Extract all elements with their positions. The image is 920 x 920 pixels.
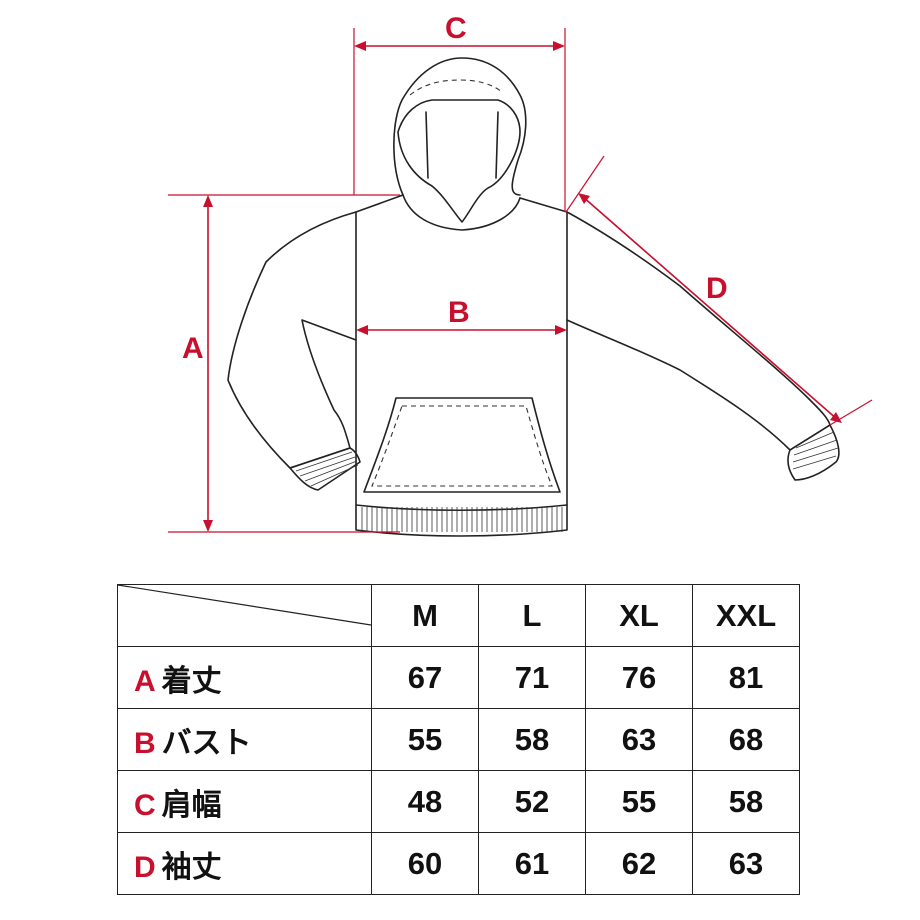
- row-letter: D: [134, 850, 156, 884]
- hood-inner: [397, 99, 521, 223]
- dimension-b: B: [356, 296, 567, 335]
- row-letter: B: [134, 726, 156, 760]
- table-cell: 55: [585, 770, 693, 833]
- table-cell: 48: [371, 770, 479, 833]
- right-cuff-ribs: [792, 431, 839, 470]
- table-cell: 76: [585, 646, 693, 709]
- kangaroo-pocket: [363, 397, 561, 493]
- table-cell: 71: [478, 646, 586, 709]
- table-cell: 52: [478, 770, 586, 833]
- dimension-c: C: [353, 12, 566, 212]
- table-cell: 68: [692, 708, 800, 771]
- size-header-xxl: XXL: [692, 584, 800, 647]
- table-cell: 67: [371, 646, 479, 709]
- hood-rim: [402, 194, 521, 231]
- row-name: 着丈: [161, 663, 222, 699]
- hoodie-outline: [227, 57, 840, 537]
- table-cell: 63: [585, 708, 693, 771]
- table-cell: 61: [478, 832, 586, 895]
- table-cell: 81: [692, 646, 800, 709]
- dimension-letter-b: B: [448, 296, 470, 329]
- table-cell: 58: [692, 770, 800, 833]
- table-cell: 60: [371, 832, 479, 895]
- table-cell: 55: [371, 708, 479, 771]
- dimension-d: D: [565, 155, 873, 426]
- corner-diagonal: [118, 585, 371, 626]
- hoodie-diagram: C A B D: [168, 12, 873, 537]
- size-header-l: L: [478, 584, 586, 647]
- hood-fold-left: [425, 111, 429, 179]
- right-sleeve: [566, 211, 831, 451]
- right-cuff: [787, 424, 840, 481]
- row-letter: C: [134, 788, 156, 822]
- row-name: 肩幅: [161, 787, 222, 823]
- row-name: バスト: [161, 725, 252, 761]
- dimension-a: A: [168, 194, 400, 533]
- waistband-ribs: [361, 507, 563, 532]
- size-header-row: M L XL XXL: [117, 584, 800, 647]
- table-cell: 63: [692, 832, 800, 895]
- left-cuff: [289, 447, 361, 491]
- table-cell: 62: [585, 832, 693, 895]
- dimension-letter-d: D: [706, 272, 728, 305]
- dimension-letter-c: C: [445, 12, 467, 45]
- pocket-seam: [371, 405, 553, 487]
- hood: [393, 57, 527, 196]
- dimension-letter-a: A: [182, 332, 204, 365]
- left-cuff-ribs: [295, 451, 359, 487]
- size-header-m: M: [371, 584, 479, 647]
- row-name: 袖丈: [161, 849, 222, 885]
- size-header-xl: XL: [585, 584, 693, 647]
- body: [355, 194, 568, 512]
- left-sleeve: [227, 211, 357, 469]
- table-cell: 58: [478, 708, 586, 771]
- hood-seam: [409, 79, 503, 96]
- hood-fold-right: [495, 111, 499, 179]
- row-letter: A: [134, 664, 156, 698]
- table-corner: [117, 584, 372, 647]
